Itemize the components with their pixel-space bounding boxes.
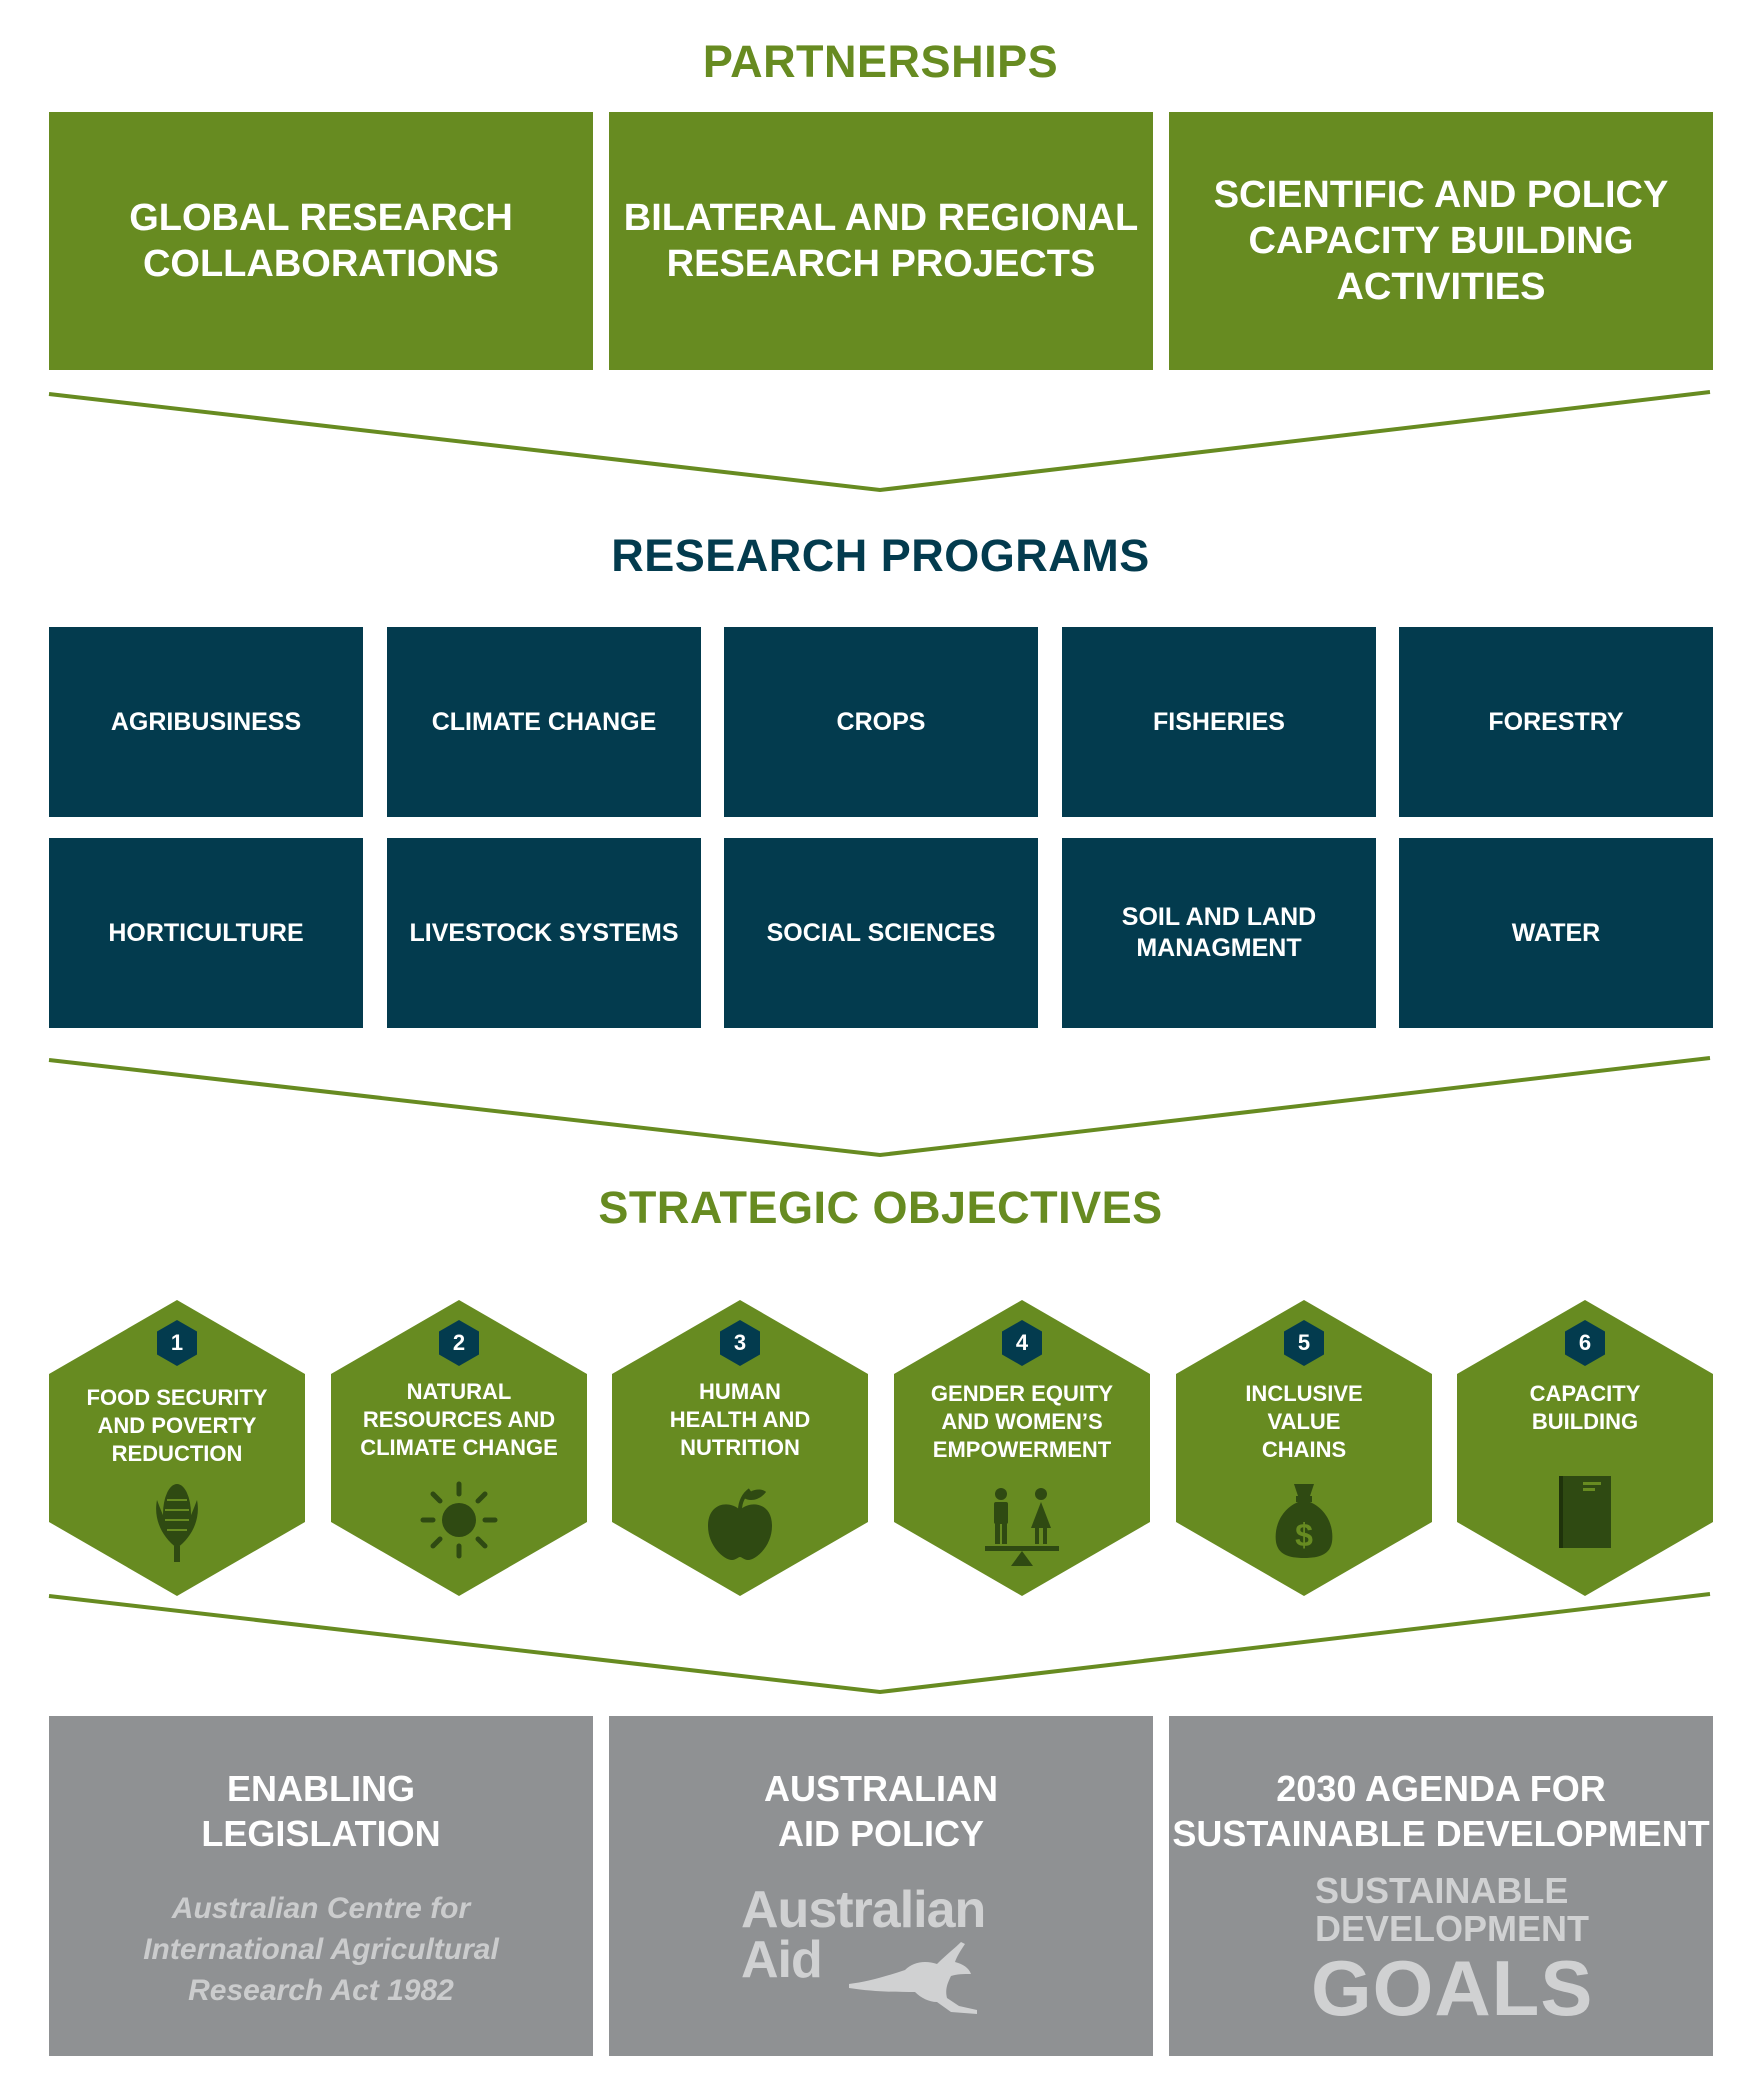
partnership-line: BILATERAL AND REGIONAL [623, 197, 1139, 239]
hexagon-shape [331, 1300, 587, 1596]
objective-number-badge: 6 [1565, 1320, 1605, 1366]
program-label: WATER [1511, 918, 1601, 947]
program-label: HORTICULTURE [108, 918, 304, 947]
objective-number: 2 [452, 1330, 466, 1355]
hexagon-shape [1176, 1300, 1432, 1596]
objective-number-badge: 5 [1284, 1320, 1324, 1366]
program-soil-land-management: SOIL AND LAND MANAGMENT [1062, 838, 1376, 1028]
program-water: WATER [1399, 838, 1713, 1028]
apple-icon [708, 1488, 772, 1560]
objective-number-badge: 3 [720, 1320, 760, 1366]
svg-text:$: $ [1295, 1517, 1313, 1553]
objective-number: 6 [1578, 1330, 1592, 1355]
research-programs-title: RESEARCH PROGRAMS [611, 530, 1150, 581]
objective-number-badge: 4 [1002, 1320, 1042, 1366]
program-label: LIVESTOCK SYSTEMS [409, 918, 679, 947]
program-livestock-systems: LIVESTOCK SYSTEMS [387, 838, 701, 1028]
chevron-connector-1 [48, 390, 1711, 493]
partnerships-title: PARTNERSHIPS [702, 36, 1059, 87]
money-bag-icon: $ [1275, 1484, 1333, 1558]
program-label: AGRIBUSINESS [110, 707, 302, 736]
notebook-icon [1559, 1476, 1611, 1548]
objective-number: 3 [733, 1330, 747, 1355]
program-label: SOCIAL SCIENCES [766, 918, 996, 947]
program-label: FORESTRY [1488, 707, 1624, 736]
hexagon-shape [1457, 1300, 1713, 1596]
program-label: MANAGMENT [1136, 934, 1302, 962]
corn-icon [156, 1484, 198, 1562]
objective-number: 5 [1297, 1330, 1311, 1355]
objective-number: 1 [170, 1330, 184, 1355]
hexagon-shape [894, 1300, 1150, 1596]
partnership-line: COLLABORATIONS [142, 243, 500, 285]
chevron-connector-3 [48, 1592, 1711, 1695]
program-forestry: FORESTRY [1399, 627, 1713, 817]
program-social-sciences: SOCIAL SCIENCES [724, 838, 1038, 1028]
program-fisheries: FISHERIES [1062, 627, 1376, 817]
program-crops: CROPS [724, 627, 1038, 817]
australian-aid-logo-line2: Aid [741, 1931, 823, 1989]
kangaroo-icon [849, 1942, 977, 2014]
chevron-connector-2 [48, 1056, 1711, 1158]
program-label: CROPS [836, 707, 926, 736]
program-label: FISHERIES [1153, 707, 1285, 736]
objective-number: 4 [1015, 1330, 1029, 1355]
sdg-logo-line3: GOALS [1311, 1944, 1594, 2032]
objective-number-badge: 2 [439, 1320, 479, 1366]
sdg-logo-line1: SUSTAINABLE [1315, 1870, 1569, 1911]
hexagon-shape [49, 1300, 305, 1596]
partnership-line: GLOBAL RESEARCH [129, 197, 513, 239]
program-agribusiness: AGRIBUSINESS [49, 627, 363, 817]
hexagon-shape [612, 1300, 868, 1596]
partnership-line: CAPACITY BUILDING ACTIVITIES [1248, 220, 1634, 308]
program-climate-change: CLIMATE CHANGE [387, 627, 701, 817]
program-horticulture: HORTICULTURE [49, 838, 363, 1028]
sun-icon [420, 1481, 498, 1559]
gender-balance-icon [985, 1488, 1059, 1566]
australian-aid-logo-line1: Australian [741, 1881, 986, 1939]
sdg-logo-line2: DEVELOPMENT [1315, 1908, 1590, 1949]
partnership-line: RESEARCH PROJECTS [666, 243, 1096, 285]
strategic-objectives-title: STRATEGIC OBJECTIVES [598, 1182, 1163, 1233]
partnership-line: SCIENTIFIC AND POLICY [1213, 174, 1669, 216]
program-label: CLIMATE CHANGE [431, 707, 657, 736]
objective-number-badge: 1 [157, 1320, 197, 1366]
program-label: SOIL AND LAND [1121, 903, 1317, 931]
